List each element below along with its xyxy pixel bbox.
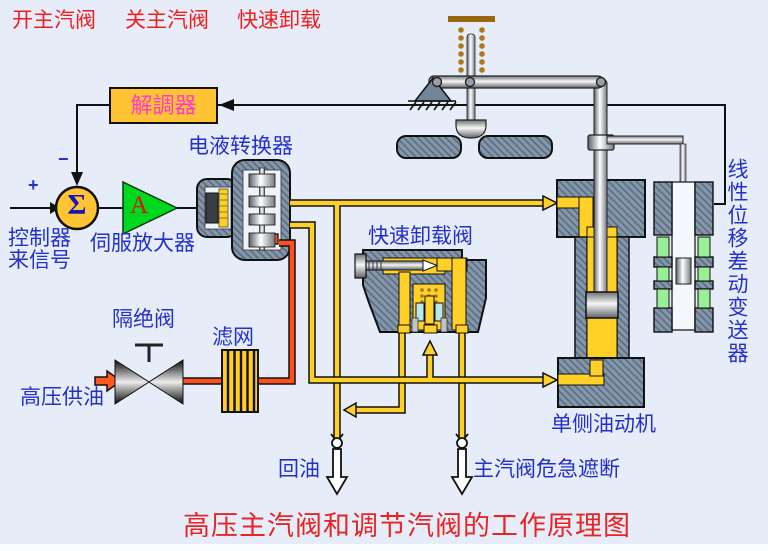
isolation-valve (114, 343, 184, 405)
bottom-margin (0, 544, 768, 551)
valve-seat-left (396, 135, 462, 159)
lvdt-core (675, 257, 692, 285)
motor-base-channel (557, 359, 605, 386)
diagram-title: 高压主汽阀和调节汽阀的工作原理图 (183, 511, 631, 541)
valve-spring (458, 27, 485, 73)
label-quick-unload-valve: 快速卸载阀 (368, 225, 473, 248)
label-hp-oil-supply: 高压供油 (20, 386, 104, 409)
summing-junction (54, 185, 100, 231)
torque-motor-core (205, 192, 219, 224)
pressure-oil-pipes (183, 239, 296, 385)
label-oil-motor: 单侧油动机 (551, 413, 656, 436)
valve-handle (135, 343, 163, 362)
amplifier-symbol: A (130, 192, 149, 219)
demodulator-output-line (76, 104, 109, 172)
lvdt-bore (671, 181, 696, 331)
label-oil-return: 回油 (278, 458, 320, 481)
coil-windings (219, 193, 228, 219)
label-open-main-valve: 开主汽阀 (12, 9, 96, 32)
oil-pipes-front (290, 221, 543, 384)
lvdt-coil-windows (656, 236, 711, 309)
label-lvdt: 线性位移差动变送器 (725, 158, 748, 365)
emergency-trip-arrow (450, 448, 474, 496)
label-close-main-valve: 关主汽阀 (125, 9, 209, 32)
label-filter: 滤网 (212, 326, 254, 349)
label-emergency-trip: 主汽阀危急遮断 (473, 458, 620, 481)
plus-sign: + (28, 175, 39, 195)
valve-left-wedge (114, 359, 150, 405)
unload-valve-feed-arrow (421, 339, 439, 356)
lvdt-transducer (606, 135, 714, 333)
lever-arm (428, 75, 604, 89)
oil-motor (556, 79, 646, 408)
amplifier-triangle (122, 180, 179, 236)
unload-valve-tab-right (440, 317, 448, 333)
valve-right-wedge (148, 359, 184, 405)
lvdt-bracket (606, 135, 684, 145)
demodulator-box: 解調器 (109, 87, 218, 124)
ground-hatching (408, 100, 457, 111)
spool-lands (248, 173, 276, 248)
adjustment-screw (354, 253, 439, 279)
quick-unload-valve (354, 249, 487, 334)
label-controller-signal-2: 来信号 (8, 249, 71, 272)
return-oil-arrow (325, 448, 349, 496)
unload-valve-piston (424, 295, 435, 325)
cylinder-wall-right (616, 236, 630, 359)
valve-seat-right (478, 135, 553, 159)
oil-filter (221, 349, 259, 413)
spool-rod (259, 167, 265, 251)
minus-sign: − (58, 149, 69, 169)
return-oil-outlet (325, 433, 349, 496)
minus-arrowhead (71, 172, 83, 186)
motor-bottom-port-arrow (542, 371, 559, 389)
steam-valve-mechanism (396, 16, 607, 159)
label-converter: 电液转换器 (188, 135, 293, 158)
emergency-trip-outlet (450, 433, 474, 496)
lever-pivots (431, 76, 607, 88)
label-controller-signal-1: 控制器 (8, 227, 71, 250)
unload-valve-seat-right (434, 302, 444, 322)
demodulator-arrowhead (219, 99, 234, 111)
electro-hydraulic-converter (196, 159, 291, 261)
piston-rod (593, 79, 608, 297)
drain-branch-arrow (342, 401, 357, 419)
spring-anchor-bar (448, 16, 495, 22)
label-fast-unload: 快速卸载 (237, 9, 321, 32)
torque-motor-coil (218, 188, 229, 228)
sum-symbol: Σ (67, 189, 87, 221)
unload-valve-seat-left (415, 302, 425, 322)
oil-pipes-back (290, 199, 543, 437)
valve-disc (455, 119, 487, 139)
label-isolation-valve: 隔绝阀 (112, 308, 175, 331)
oil-pipe-arrowheads (342, 194, 559, 419)
piston (585, 291, 619, 319)
unload-valve-tab-left (411, 317, 419, 333)
label-servo-amplifier: 伺服放大器 (90, 232, 195, 255)
cylinder-wall-left (574, 236, 588, 359)
supply-inlet-arrow (94, 369, 123, 393)
motor-top-port-arrow (542, 194, 559, 212)
filter-elements (226, 351, 256, 411)
